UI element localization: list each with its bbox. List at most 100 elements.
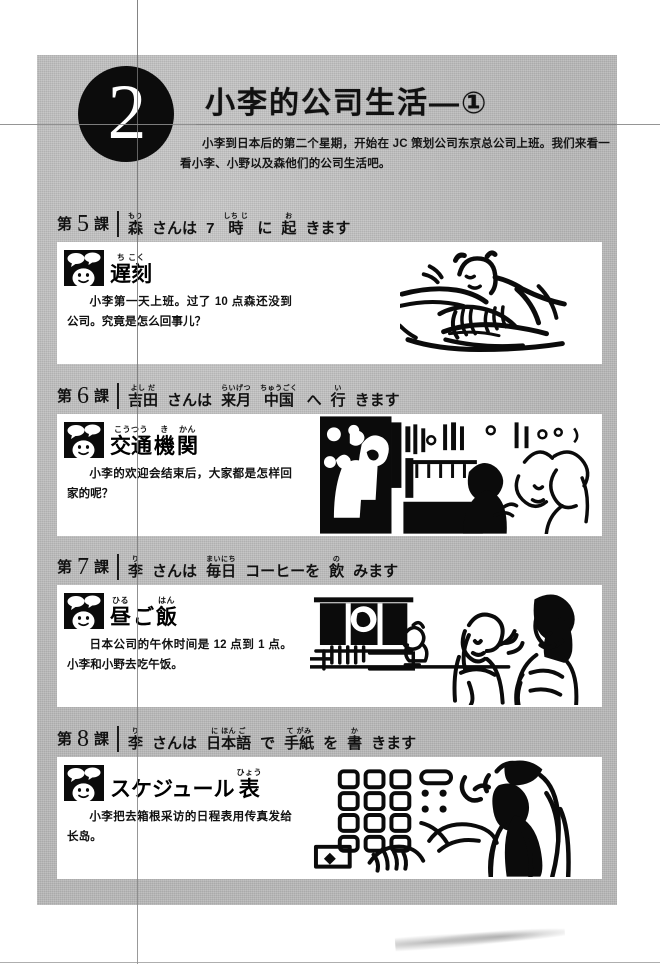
base-text: で: [260, 735, 276, 752]
furigana: ひる: [112, 596, 129, 605]
lesson-sentence: り李さんはまいにち毎日コーヒーをの飲みます: [128, 556, 398, 580]
furigana: らいげつ: [221, 385, 252, 392]
base-text: 昼: [110, 606, 131, 629]
base-text: コーヒーを: [245, 563, 321, 580]
ruby-group: き機: [154, 425, 175, 459]
furigana: き: [160, 425, 169, 434]
lesson-header: 第 6 課 よし だ吉田さんはらいげつ来月ちゅうごく中国へい行きます: [57, 377, 602, 409]
lesson-digit: 8: [77, 726, 90, 752]
lesson-description: 小李第一天上班。过了 10 点森还没到公司。究竟是怎么回事儿？: [67, 292, 292, 332]
chapter-intro: 小李到日本后的第二个星期，开始在 JC 策划公司东京总公司上班。我们来看一看小李…: [180, 134, 610, 174]
illustration-two-women-at-noren-shop: [308, 587, 598, 710]
illustration-people-at-night-station: [320, 416, 598, 539]
speech-face-icon: [64, 593, 104, 631]
lesson-description-text: 日本公司的午休时间是 12 点到 1 点。小李和小野去吃午饭。: [67, 639, 292, 671]
speech-face-icon: [64, 422, 104, 460]
base-text: を: [323, 735, 339, 752]
lesson-body: こうつう交通き機かん関 小李的欢迎会结束后，大家都是怎样回家的呢？: [57, 414, 602, 536]
lesson-body: ち こく遅刻 小李第一天上班。过了 10 点森还没到公司。究竟是怎么回事儿？: [57, 242, 602, 364]
ruby-group: らいげつ来月: [221, 385, 251, 409]
base-text: 行: [330, 392, 346, 409]
furigana: ち こく: [116, 253, 146, 262]
ruby-group: の飲: [329, 556, 344, 580]
furigana: か: [350, 728, 359, 735]
ruby-group: い行: [331, 385, 346, 409]
furigana: ひょう: [236, 768, 263, 777]
furigana: まいにち: [206, 556, 237, 563]
base-text: 手紙: [284, 735, 315, 752]
ruby-group: り李: [128, 556, 143, 580]
lesson-topic-title: こうつう交通き機かん関: [110, 425, 198, 459]
base-text: みます: [353, 563, 399, 580]
lesson-topic-title: スケジュールひょう表: [110, 768, 263, 802]
speech-face-icon: [64, 250, 104, 288]
base-text: 表: [238, 778, 260, 801]
base-text: 交通: [110, 435, 152, 458]
furigana: かん: [179, 425, 196, 434]
base-text: 李: [128, 563, 144, 580]
base-text: 毎日: [206, 563, 237, 580]
ruby-group: ちゅうごく中国: [260, 385, 298, 409]
lesson-digit: 5: [77, 211, 90, 237]
scan-artifact-vertical-line: [137, 0, 138, 964]
furigana: の: [332, 556, 341, 563]
lesson-topic-title: ち こく遅刻: [110, 253, 152, 287]
ruby-group: り李: [128, 728, 143, 752]
chapter-intro-text: 小李到日本后的第二个星期，开始在 JC 策划公司东京总公司上班。我们来看一看小李…: [180, 138, 610, 170]
ruby-group: お起: [281, 213, 296, 237]
base-text: 起: [281, 220, 297, 237]
base-text: 時: [228, 220, 244, 237]
lesson-description-text: 小李的欢迎会结束后，大家都是怎样回家的呢？: [67, 468, 292, 500]
lesson-number: 第 6 課: [57, 383, 120, 409]
ruby-group: ひる昼: [110, 596, 131, 630]
lesson-number: 第 5 課: [57, 211, 120, 237]
base-text: 李: [128, 735, 144, 752]
base-text: 吉田: [128, 392, 159, 409]
ruby-group: て がみ手紙: [284, 728, 314, 752]
furigana: ちゅうごく: [260, 385, 298, 392]
ruby-group: ち こく遅刻: [110, 253, 152, 287]
lesson-digit: 6: [77, 383, 90, 409]
base-text: 飯: [156, 606, 177, 629]
ruby-group: よし だ吉田: [128, 385, 158, 409]
lesson-description: 日本公司的午休时间是 12 点到 1 点。小李和小野去吃午饭。: [67, 635, 292, 675]
ruby-group: はん飯: [156, 596, 177, 630]
lesson-prefix: 第: [57, 388, 73, 405]
base-text: へ: [306, 392, 322, 409]
base-text: きます: [371, 735, 417, 752]
lesson-body: ひる昼ごはん飯 日本公司的午休时间是 12 点到 1 点。小李和小野去吃午饭。: [57, 585, 602, 707]
lesson-sentence: よし だ吉田さんはらいげつ来月ちゅうごく中国へい行きます: [128, 385, 400, 409]
ruby-group: もり森: [128, 213, 143, 237]
ruby-group: か書: [347, 728, 362, 752]
base-text: 機: [154, 435, 175, 458]
base-text: さんは: [152, 563, 198, 580]
ruby-group: かん関: [177, 425, 198, 459]
chapter-number: 2: [107, 68, 147, 155]
lesson-description: 小李的欢迎会结束后，大家都是怎样回家的呢？: [67, 464, 292, 504]
ruby-group: しち じ時: [223, 213, 248, 237]
lesson-number: 第 8 課: [57, 726, 120, 752]
base-text: 日本語: [206, 735, 252, 752]
furigana: り: [131, 556, 140, 563]
lesson-sentence: り李さんはに ほん ご日本語でて がみ手紙をか書きます: [128, 728, 416, 752]
furigana: はん: [158, 596, 175, 605]
base-text: 遅刻: [110, 263, 152, 286]
lesson-block-7: 第 7 課 り李さんはまいにち毎日コーヒーをの飲みます ひる昼ごはん飯 日本公司…: [57, 548, 602, 707]
lesson-suffix: 課: [94, 388, 110, 405]
chapter-number-badge: 2: [78, 66, 174, 162]
base-text: 関: [177, 435, 198, 458]
base-text: スケジュール: [110, 778, 235, 801]
speech-face-icon: [64, 765, 104, 803]
lesson-suffix: 課: [94, 731, 110, 748]
ruby-group: こうつう交通: [110, 425, 152, 459]
base-text: 7: [206, 220, 215, 237]
ruby-group: まいにち毎日: [206, 556, 236, 580]
base-text: きます: [305, 220, 351, 237]
furigana: こうつう: [114, 425, 148, 434]
scan-artifact-horizontal-line: [0, 124, 660, 125]
furigana: に ほん ご: [211, 728, 247, 735]
base-text: 書: [347, 735, 363, 752]
